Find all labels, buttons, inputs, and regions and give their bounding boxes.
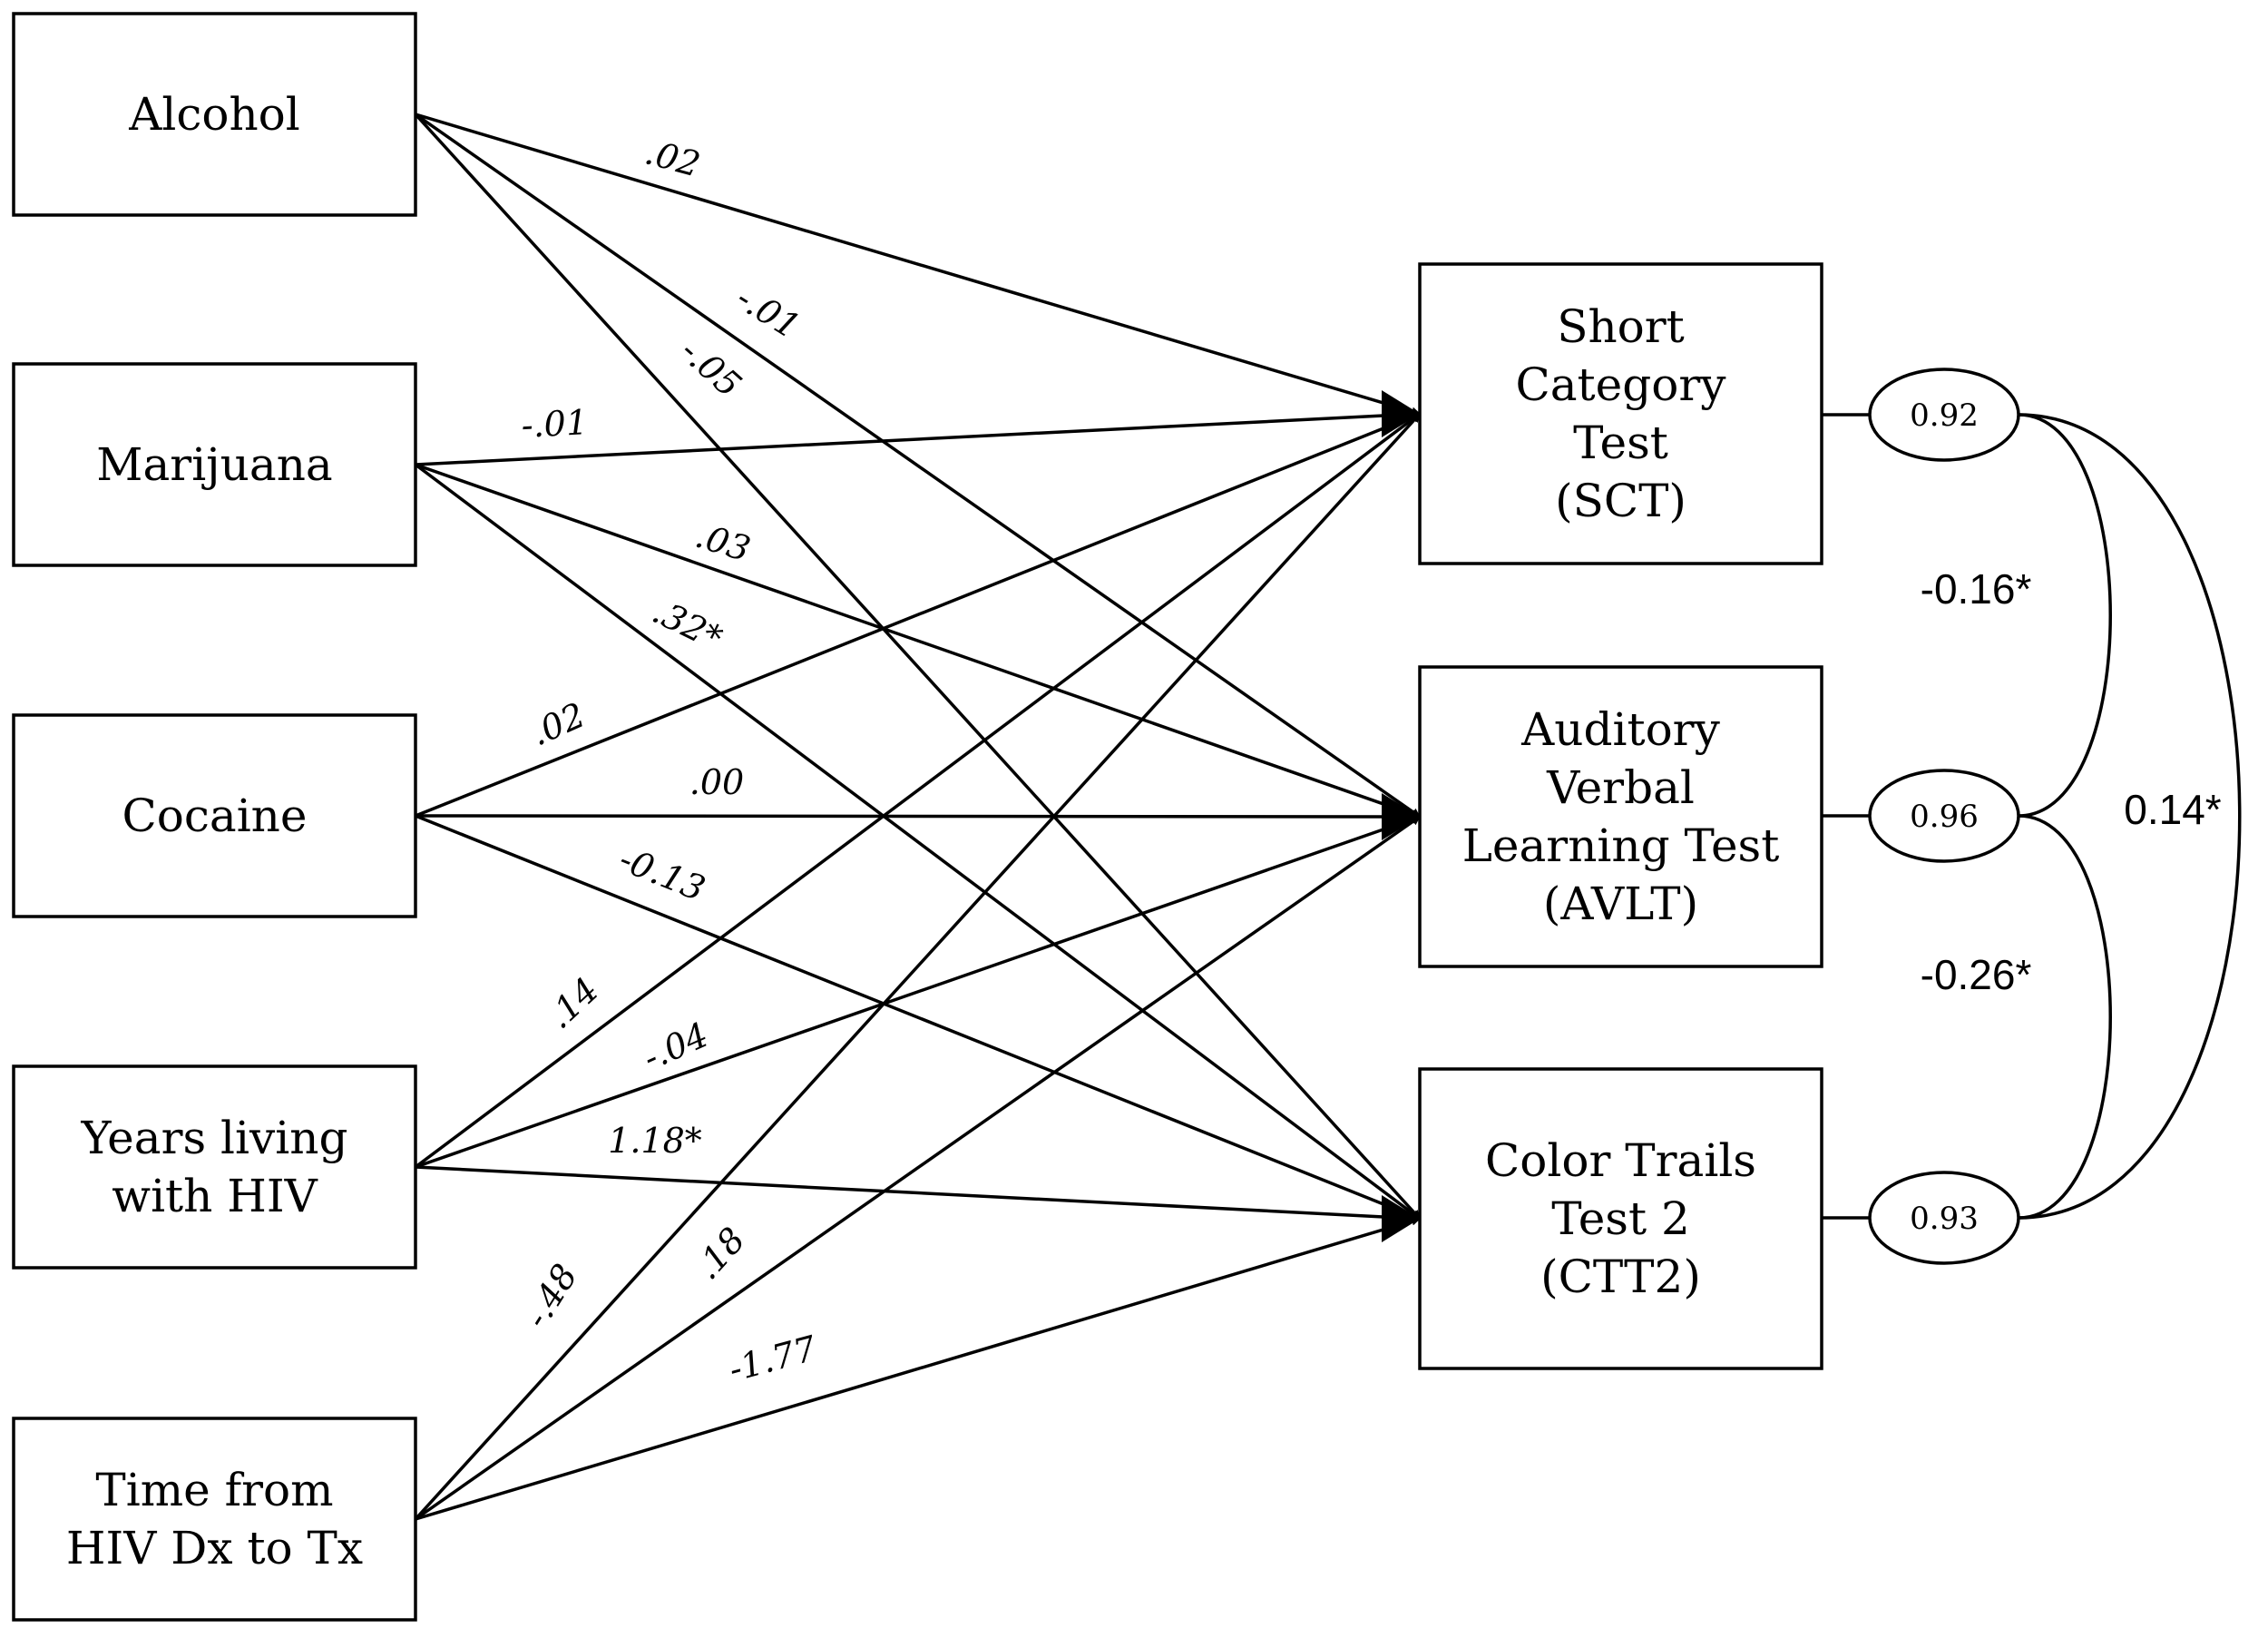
outcome-label: Verbal	[1546, 761, 1695, 814]
outcome-box	[1418, 262, 1823, 565]
predictor-node-cocaine: Cocaine	[12, 713, 417, 918]
outcome-label: (SCT)	[1555, 475, 1686, 527]
path-coefficient: -.04	[637, 1015, 714, 1078]
predictor-box	[12, 1417, 417, 1622]
predictor-label: Years living	[81, 1112, 348, 1164]
path-time_dx_tx-to-sct	[414, 412, 1422, 1521]
path-marijuana-to-avlt	[415, 463, 1421, 819]
arrowhead-ctt2	[1382, 1195, 1420, 1242]
arrowhead-avlt	[1382, 793, 1420, 840]
path-coefficient: .18	[687, 1220, 753, 1287]
path-time_dx_tx-to-ctt2	[415, 1216, 1421, 1521]
residual-ellipse	[1868, 368, 2020, 462]
predictor-box	[12, 12, 417, 217]
path-marijuana-to-sct	[415, 409, 1421, 466]
path-years_hiv-to-avlt	[415, 815, 1421, 1169]
outcome-label: (CTT2)	[1540, 1250, 1701, 1303]
predictor-label: Time from	[95, 1464, 333, 1516]
path-cocaine-to-avlt	[415, 811, 1421, 821]
predictor-box	[12, 713, 417, 918]
correlation-avlt-ctt2	[2018, 814, 2112, 1220]
arrowhead-sct	[1382, 390, 1420, 437]
path-time_dx_tx-to-avlt	[414, 815, 1422, 1521]
correlation-sct-ctt2	[2018, 413, 2242, 1220]
path-marijuana-to-ctt2	[414, 463, 1422, 1221]
path-coefficient: .02	[524, 695, 591, 754]
path-alcohol-to-avlt	[414, 113, 1422, 819]
predictor-label: with HIV	[112, 1170, 318, 1222]
path-coefficient: -.48	[516, 1257, 585, 1334]
predictor-label: Marijuana	[96, 438, 332, 491]
path-years_hiv-to-ctt2	[415, 1165, 1421, 1223]
predictor-label: Cocaine	[122, 789, 308, 842]
path-coefficient: -.01	[729, 278, 807, 347]
path-cocaine-to-ctt2	[415, 814, 1421, 1221]
path-alcohol-to-ctt2	[414, 113, 1422, 1221]
outcome-label: Learning Test	[1462, 819, 1780, 872]
path-coefficient: -0.13	[613, 839, 710, 908]
outcome-label: Color Trails	[1485, 1134, 1756, 1187]
predictor-box	[12, 1064, 417, 1270]
path-alcohol-to-sct	[415, 113, 1421, 417]
predictor-label: HIV Dx to Tx	[66, 1522, 363, 1574]
predictor-node-marijuana: Marijuana	[12, 362, 417, 567]
path-coefficient: .03	[690, 515, 755, 570]
outcome-label: Auditory	[1520, 703, 1720, 756]
predictor-node-years_hiv: Years living with HIV	[12, 1064, 417, 1270]
outcome-label: Test 2	[1551, 1192, 1690, 1245]
path-coefficient: -.05	[673, 330, 749, 405]
residual-correlations	[2018, 413, 2242, 1220]
outcome-label: Short	[1557, 300, 1685, 353]
predictor-node-alcohol: Alcohol	[12, 12, 417, 217]
outcome-label: (AVLT)	[1543, 878, 1698, 930]
outcome-label: Category	[1515, 358, 1726, 411]
residual-value: 0.96	[1910, 799, 1979, 835]
predictor-box	[12, 362, 417, 567]
residual-ellipse	[1868, 769, 2020, 863]
path-years_hiv-to-sct	[414, 412, 1422, 1169]
outcome-box	[1418, 1067, 1823, 1370]
path-coefficient: -1.77	[725, 1328, 821, 1389]
path-coefficient: 1.18*	[608, 1121, 702, 1161]
outcome-label: Test	[1573, 417, 1668, 469]
predictor-label: Alcohol	[128, 88, 300, 141]
correlation-value: -0.26*	[1921, 951, 2032, 998]
path-cocaine-to-sct	[415, 412, 1421, 818]
path-coefficient: .02	[640, 132, 704, 184]
correlation-value: 0.14*	[2124, 786, 2222, 833]
residual-ellipse	[1868, 1171, 2020, 1265]
residual-value: 0.92	[1910, 397, 1979, 434]
path-coefficient: .00	[689, 762, 744, 802]
path-coefficient: -.01	[521, 402, 589, 446]
correlation-value: -0.16*	[1921, 565, 2032, 613]
residual-value: 0.93	[1910, 1201, 1979, 1237]
path-arrows	[414, 113, 1422, 1521]
correlation-sct-avlt	[2018, 413, 2112, 818]
outcome-box	[1418, 665, 1823, 968]
path-coefficient: .14	[539, 970, 606, 1036]
